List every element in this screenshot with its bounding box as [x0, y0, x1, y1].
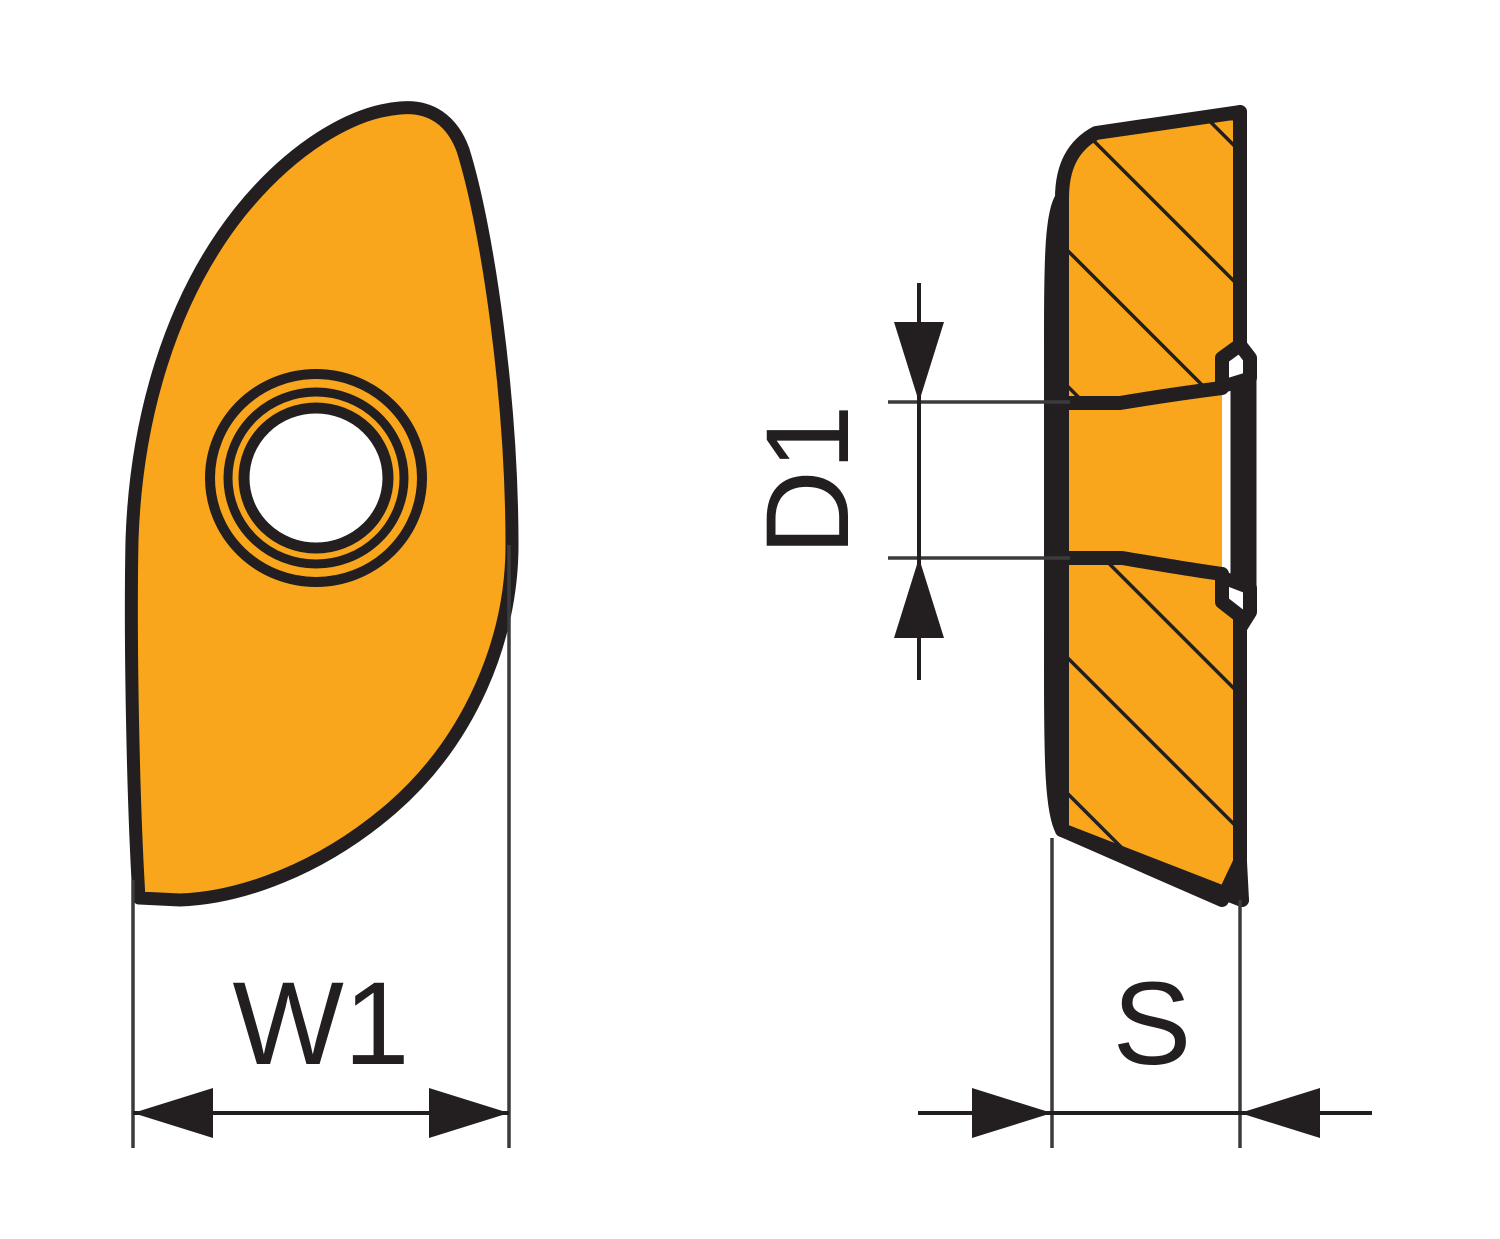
counterbore-ring [205, 369, 427, 587]
section-view [1044, 105, 1257, 907]
section-right-edge-lower [1233, 581, 1257, 907]
section-left-wall-lower [1044, 671, 1069, 837]
s-arrow-right [1240, 1088, 1320, 1138]
d1-label: D1 [742, 405, 874, 556]
s-label: S [1113, 958, 1192, 1090]
section-right-edge-upper [1233, 105, 1257, 385]
bore-waist-body [1062, 388, 1222, 574]
d1-arrow-top [894, 322, 944, 402]
dimension-s: S [918, 838, 1372, 1148]
front-view [124, 101, 519, 907]
counterbore-inner-ring [223, 387, 409, 569]
w1-arrow-left [133, 1088, 213, 1138]
dimension-w1: W1 [131, 545, 511, 1148]
d1-arrow-bottom [894, 558, 944, 638]
dimension-d1: D1 [742, 283, 1070, 680]
section-left-wall-upper [1044, 191, 1069, 339]
section-outline [1055, 105, 1247, 907]
section-upper-hatch [1062, 112, 1240, 403]
w1-label: W1 [233, 958, 410, 1090]
s-arrow-left [972, 1088, 1052, 1138]
center-hole [238, 402, 394, 554]
section-bottom-chamfer [1055, 823, 1249, 907]
w1-arrow-right [429, 1088, 509, 1138]
